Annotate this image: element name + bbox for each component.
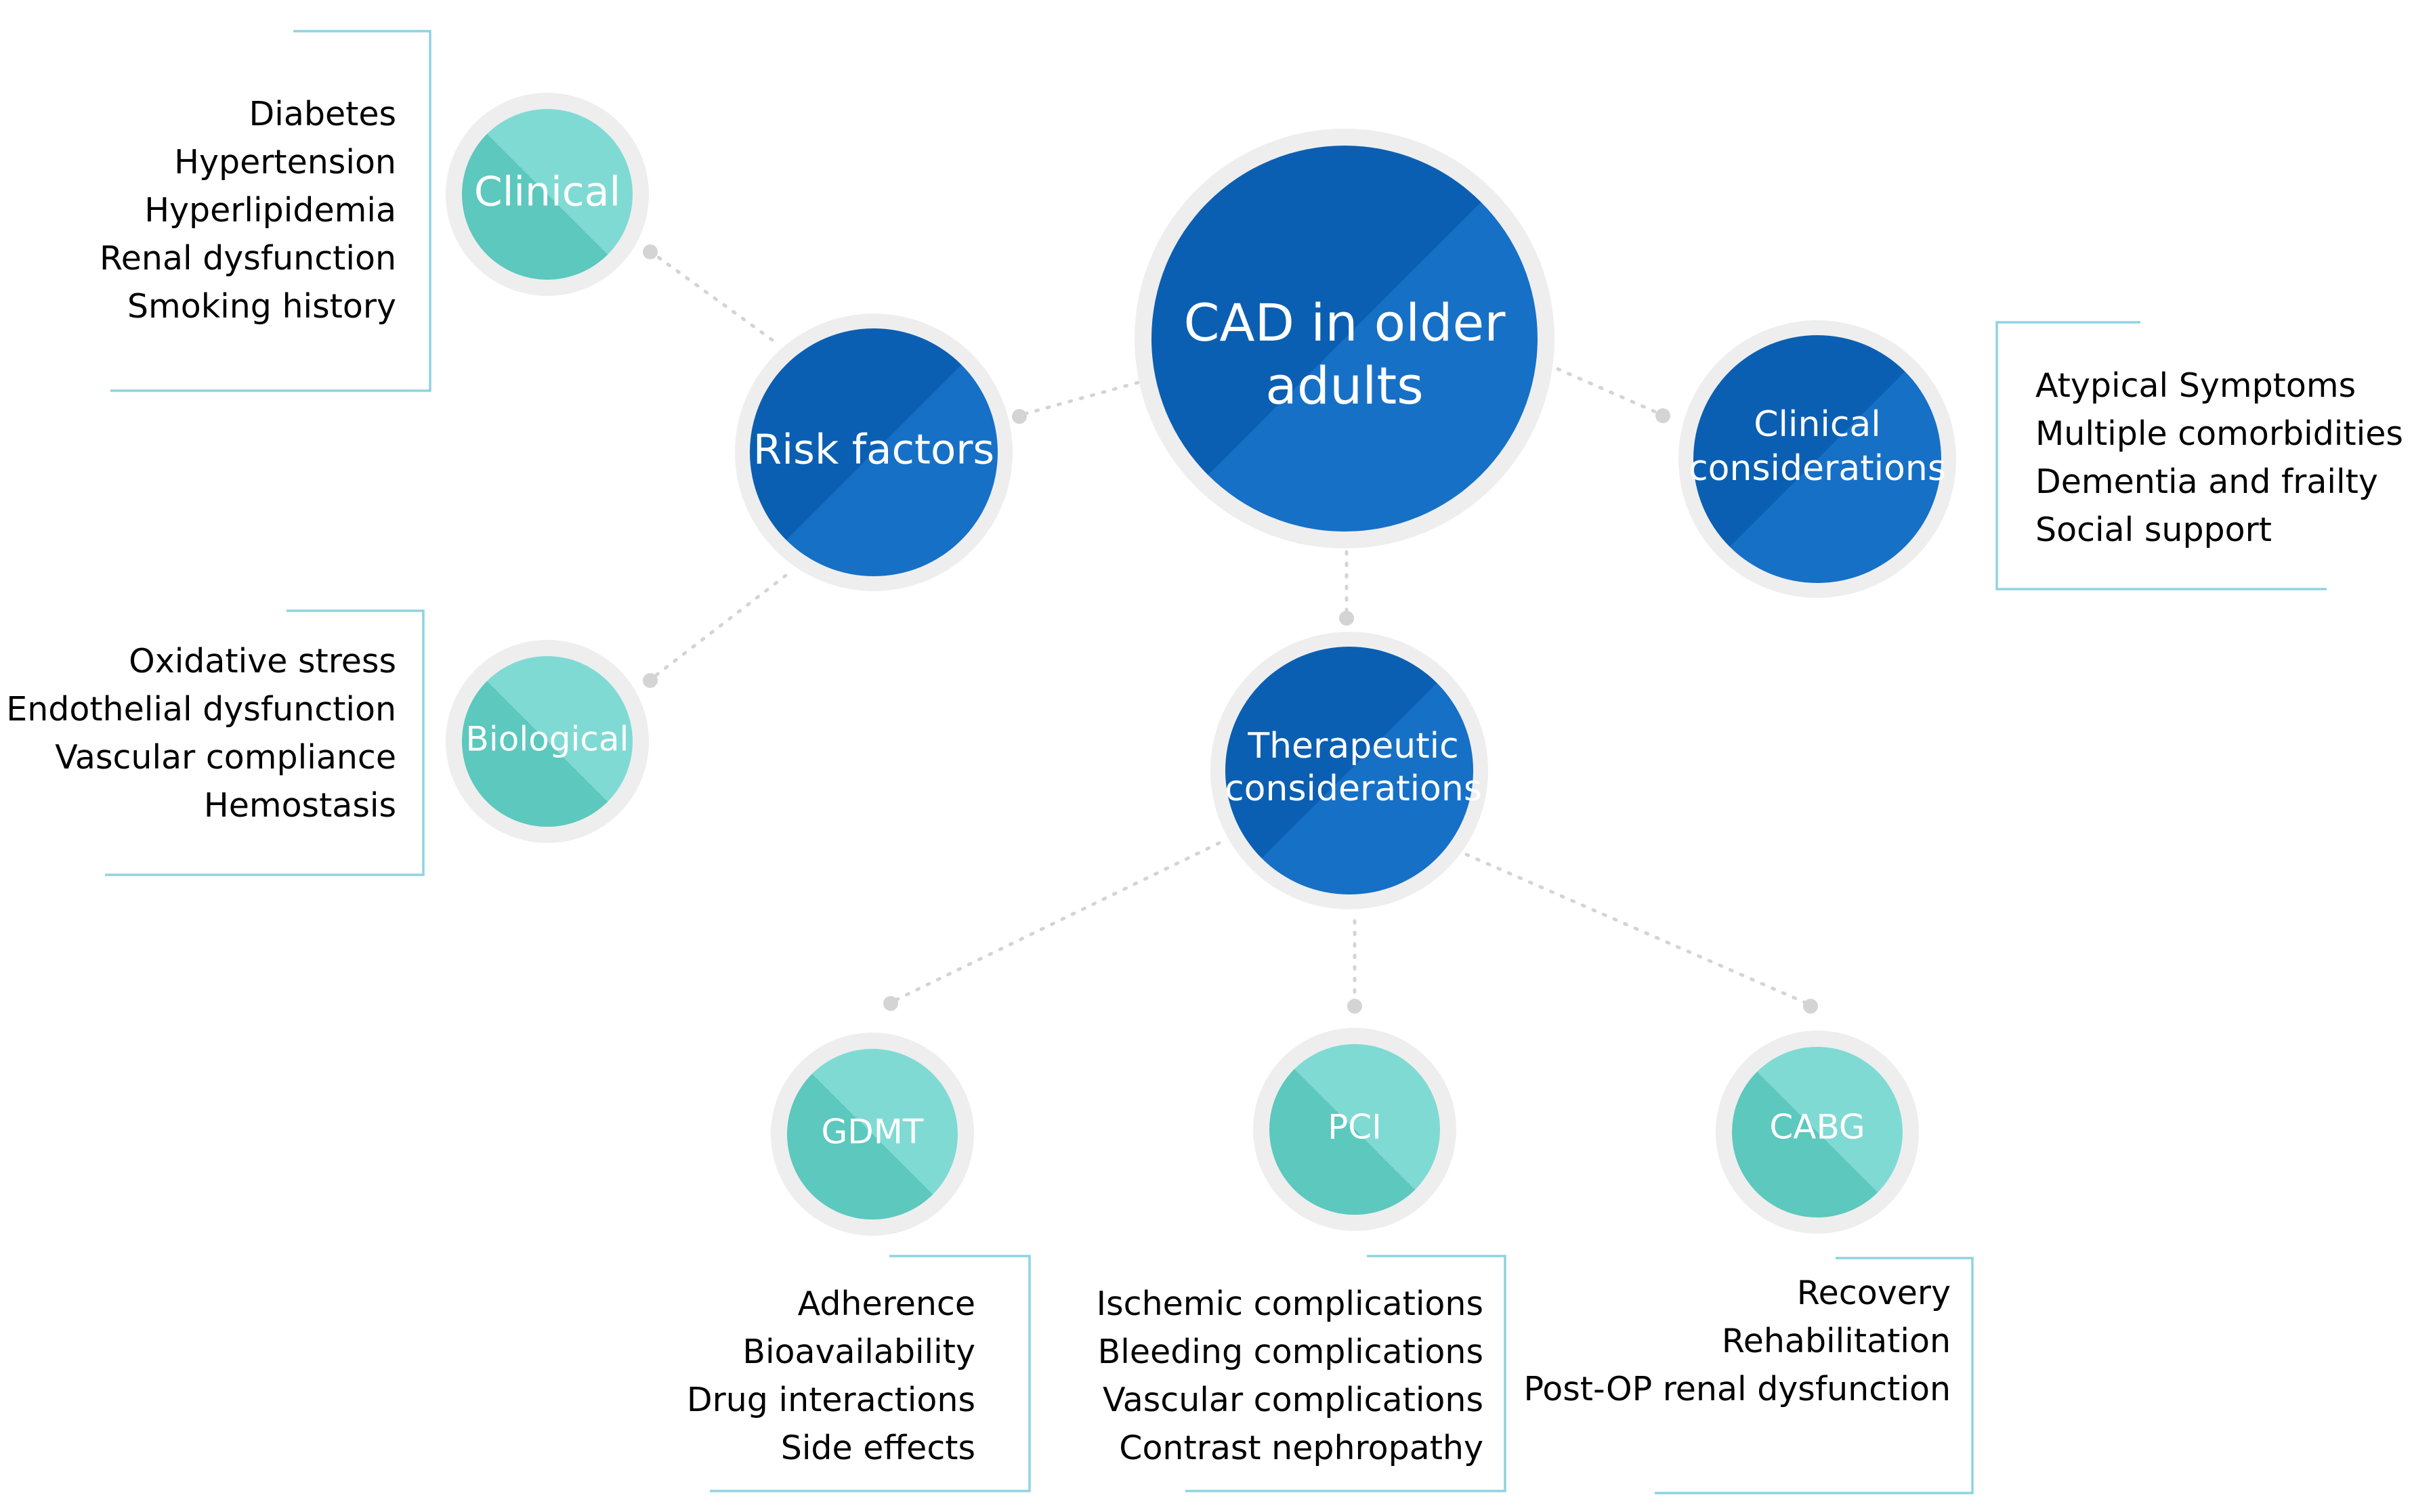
connector-therapeutic-gdmt <box>892 841 1221 1003</box>
biological-list: Oxidative stress Endothelial dysfunction… <box>6 609 425 876</box>
clinical-considerations-item: Atypical Symptoms <box>2035 366 2356 405</box>
node-risk-factors-circle <box>750 328 998 576</box>
gdmt-item: Drug interactions <box>687 1381 975 1419</box>
clinical-list-bracket <box>110 30 431 392</box>
node-center: CAD in older adults <box>1135 129 1554 548</box>
clinical-considerations-item: Multiple comorbidities <box>2035 414 2403 453</box>
node-center-circle <box>1151 146 1538 532</box>
pci-item: Ischemic complications <box>1097 1284 1483 1323</box>
node-therapeutic-considerations: Therapeutic considerations <box>1210 632 1488 909</box>
clinical-list: Diabetes Hypertension Hyperlipidemia Ren… <box>100 30 431 392</box>
node-therapeutic-considerations-circle <box>1225 647 1473 894</box>
clinical-item: Hypertension <box>174 143 396 181</box>
node-biological-label: Biological <box>466 720 629 759</box>
cabg-item: Recovery <box>1797 1274 1951 1312</box>
node-clinical-considerations-line1: Clinical <box>1754 404 1881 445</box>
biological-list-bracket <box>105 609 425 876</box>
connector-center-clinical-considerations <box>1556 367 1660 415</box>
node-biological: Biological <box>446 640 649 843</box>
connector-dot <box>1803 999 1818 1014</box>
node-cabg: CABG <box>1716 1031 1919 1234</box>
gdmt-item: Adherence <box>798 1284 975 1323</box>
clinical-considerations-item: Dementia and frailty <box>2035 462 2378 501</box>
pci-item: Bleeding complications <box>1098 1333 1483 1371</box>
clinical-item: Hyperlipidemia <box>144 191 396 230</box>
connector-dot <box>1339 611 1354 626</box>
clinical-item: Smoking history <box>127 287 396 326</box>
node-cabg-label: CABG <box>1769 1108 1865 1147</box>
clinical-considerations-item: Social support <box>2035 511 2272 549</box>
biological-item: Hemostasis <box>204 786 396 825</box>
pci-list-bracket <box>1185 1255 1506 1492</box>
biological-item: Oxidative stress <box>129 642 396 681</box>
node-risk-factors: Risk factors <box>735 314 1013 591</box>
connector-dot <box>1655 408 1670 423</box>
node-clinical-considerations-line2: considerations <box>1689 448 1946 489</box>
pci-list: Ischemic complications Bleeding complica… <box>1097 1255 1506 1492</box>
node-clinical: Clinical <box>446 93 649 296</box>
connector-dot <box>643 673 658 688</box>
connector-dot <box>643 244 658 259</box>
node-biological-circle <box>462 656 633 827</box>
node-center-label-line2: adults <box>1265 355 1424 416</box>
connectors <box>643 244 1818 1014</box>
clinical-considerations-list-bracket <box>1995 321 2327 590</box>
connector-risk-clinical <box>652 252 774 342</box>
pci-item: Contrast nephropathy <box>1119 1429 1483 1467</box>
node-clinical-considerations-circle <box>1693 335 1941 583</box>
node-clinical-label: Clinical <box>474 169 620 216</box>
node-pci-label: PCI <box>1328 1108 1382 1147</box>
cabg-item: Rehabilitation <box>1722 1322 1951 1360</box>
biological-item: Endothelial dysfunction <box>6 690 396 729</box>
node-cabg-circle <box>1732 1047 1903 1217</box>
connector-therapeutic-cabg <box>1464 852 1809 1006</box>
clinical-item: Renal dysfunction <box>100 239 396 278</box>
gdmt-list: Adherence Bioavailability Drug interacti… <box>687 1255 1031 1492</box>
connector-center-risk <box>1021 381 1140 416</box>
node-clinical-considerations: Clinical considerations <box>1678 320 1956 598</box>
node-center-label-line1: CAD in older <box>1183 293 1506 353</box>
node-clinical-circle <box>462 109 633 280</box>
clinical-item: Diabetes <box>249 95 396 133</box>
connector-dot <box>1347 999 1362 1014</box>
connector-dot <box>883 996 898 1011</box>
cabg-item: Post-OP renal dysfunction <box>1523 1370 1951 1408</box>
node-gdmt: GDMT <box>771 1033 974 1236</box>
gdmt-list-bracket <box>710 1255 1031 1492</box>
node-pci: PCI <box>1253 1028 1456 1231</box>
node-therapeutic-considerations-line1: Therapeutic <box>1247 726 1458 766</box>
clinical-considerations-list: Atypical Symptoms Multiple comorbidities… <box>1995 321 2403 590</box>
cabg-list-bracket <box>1655 1257 1974 1494</box>
node-risk-factors-label: Risk factors <box>753 426 994 474</box>
node-gdmt-label: GDMT <box>822 1113 924 1152</box>
connector-risk-biological <box>652 574 788 679</box>
pci-item: Vascular complications <box>1103 1381 1483 1419</box>
connector-dot <box>1012 409 1027 424</box>
cabg-list: Recovery Rehabilitation Post-OP renal dy… <box>1523 1257 1974 1494</box>
gdmt-item: Bioavailability <box>742 1333 975 1371</box>
node-gdmt-circle <box>787 1049 958 1219</box>
biological-item: Vascular compliance <box>55 738 396 777</box>
node-pci-circle <box>1269 1044 1440 1215</box>
node-therapeutic-considerations-line2: considerations <box>1225 769 1482 809</box>
gdmt-item: Side effects <box>781 1429 975 1467</box>
